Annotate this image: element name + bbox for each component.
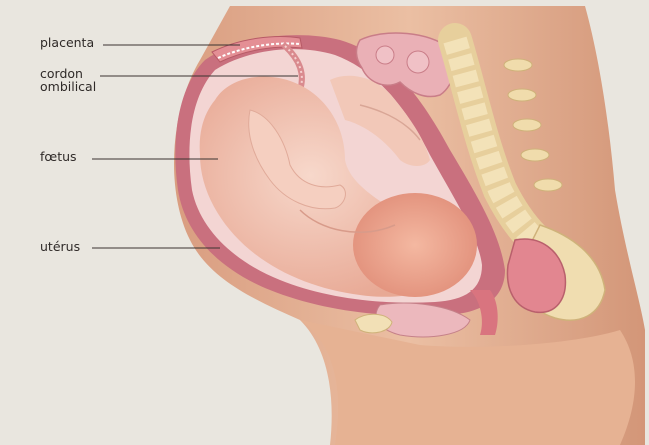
intestine-loop	[407, 51, 429, 73]
fetus-buttocks	[353, 193, 477, 297]
umbilical-cord-label: cordon ombilical	[40, 67, 96, 93]
cordon-label-line2: ombilical	[40, 80, 96, 93]
uterus-label: utérus	[40, 240, 80, 253]
uterus-label-text: utérus	[40, 240, 80, 253]
intestine-loop	[376, 46, 394, 64]
fetus-label: fœtus	[40, 150, 77, 163]
foetus-label-text: fœtus	[40, 150, 77, 163]
placenta-label-text: placenta	[40, 36, 94, 49]
placenta-label: placenta	[40, 36, 94, 49]
